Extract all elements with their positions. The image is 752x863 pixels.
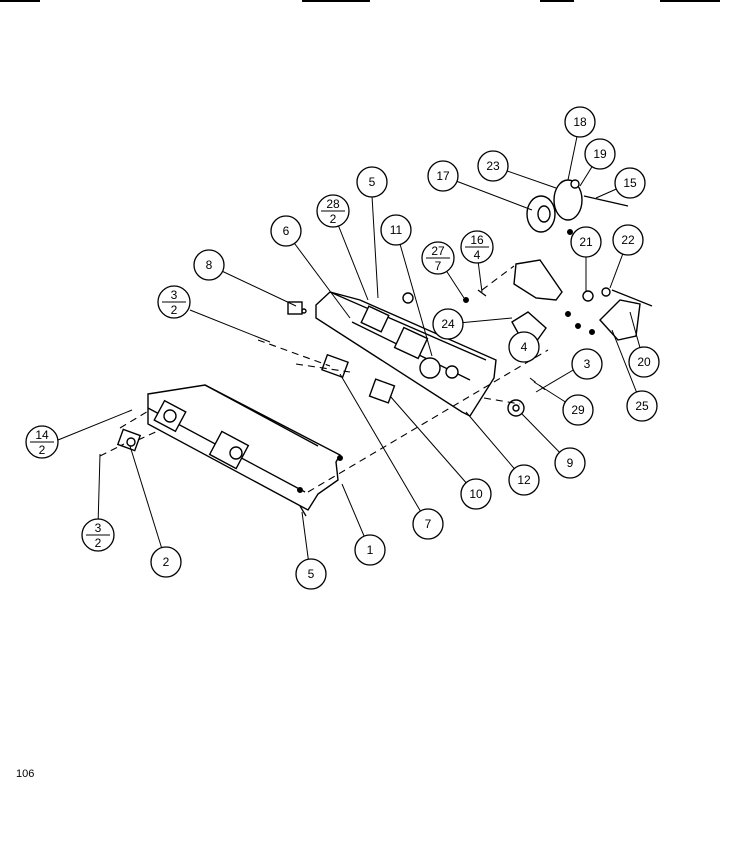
callout-21: 21 (570, 226, 602, 258)
svg-text:9: 9 (567, 456, 574, 470)
callout-3-2-lower: 3 2 (81, 518, 115, 552)
assembly-lines (99, 265, 549, 493)
callout-5-lower: 5 (295, 558, 327, 590)
callout-16-4: 16 4 (460, 230, 494, 264)
callout-9: 9 (554, 447, 586, 479)
callout-15: 15 (614, 167, 646, 199)
callout-25: 25 (626, 390, 658, 422)
svg-text:20: 20 (637, 355, 651, 369)
callout-12: 12 (508, 464, 540, 496)
callout-1: 1 (354, 534, 386, 566)
svg-text:2: 2 (95, 536, 102, 550)
header-rule-far-right (660, 0, 720, 2)
callout-19: 19 (584, 138, 616, 170)
svg-text:18: 18 (573, 115, 587, 129)
callout-3-2-upper: 3 2 (157, 285, 191, 319)
callout-24: 24 (432, 308, 464, 340)
callout-14-2: 14 2 (25, 425, 59, 459)
header-rule-right (540, 0, 574, 2)
svg-text:5: 5 (369, 175, 376, 189)
svg-text:8: 8 (206, 258, 213, 272)
page-number: 106 (16, 768, 35, 780)
svg-text:2: 2 (39, 443, 46, 457)
svg-text:5: 5 (308, 567, 315, 581)
svg-text:27: 27 (431, 244, 445, 258)
svg-text:1: 1 (367, 543, 374, 557)
svg-text:7: 7 (425, 517, 432, 531)
callout-22: 22 (612, 224, 644, 256)
svg-text:3: 3 (584, 357, 591, 371)
control-housing (315, 291, 497, 417)
bracket-assembly (463, 259, 653, 343)
svg-text:28: 28 (326, 197, 340, 211)
svg-text:15: 15 (623, 176, 637, 190)
callout-17: 17 (427, 160, 459, 192)
callout-29: 29 (562, 394, 594, 426)
svg-text:4: 4 (474, 248, 481, 262)
svg-text:22: 22 (621, 233, 635, 247)
svg-text:23: 23 (486, 159, 500, 173)
svg-text:2: 2 (171, 303, 178, 317)
svg-text:2: 2 (163, 555, 170, 569)
svg-text:3: 3 (171, 288, 178, 302)
svg-text:11: 11 (390, 223, 403, 237)
callout-28-2: 28 2 (316, 194, 350, 228)
timer-assembly (526, 179, 629, 235)
svg-text:4: 4 (521, 340, 528, 354)
svg-text:21: 21 (579, 235, 593, 249)
callout-4: 4 (508, 331, 540, 363)
svg-text:14: 14 (35, 428, 49, 442)
svg-text:29: 29 (571, 403, 585, 417)
svg-text:7: 7 (435, 259, 442, 273)
knob-part (116, 428, 142, 452)
svg-text:3: 3 (95, 521, 102, 535)
header-rule-left (0, 0, 40, 2)
callout-5-upper: 5 (356, 166, 388, 198)
callout-20: 20 (628, 346, 660, 378)
callout-10: 10 (460, 478, 492, 510)
callout-11: 11 (380, 214, 412, 246)
svg-text:12: 12 (517, 473, 531, 487)
callout-6: 6 (270, 215, 302, 247)
svg-text:16: 16 (470, 233, 484, 247)
svg-text:25: 25 (635, 399, 649, 413)
svg-text:10: 10 (469, 487, 483, 501)
callout-8: 8 (193, 249, 225, 281)
callout-27-7: 27 7 (421, 241, 455, 275)
callout-23: 23 (477, 150, 509, 182)
svg-text:19: 19 (593, 147, 607, 161)
svg-text:6: 6 (283, 224, 290, 238)
header-rule-center (302, 0, 370, 2)
svg-text:2: 2 (330, 212, 337, 226)
svg-text:24: 24 (441, 317, 455, 331)
callout-18: 18 (564, 106, 596, 138)
svg-text:17: 17 (436, 169, 450, 183)
callout-2: 2 (150, 546, 182, 578)
callout-3: 3 (571, 348, 603, 380)
callout-7: 7 (412, 508, 444, 540)
front-panel (147, 384, 343, 517)
